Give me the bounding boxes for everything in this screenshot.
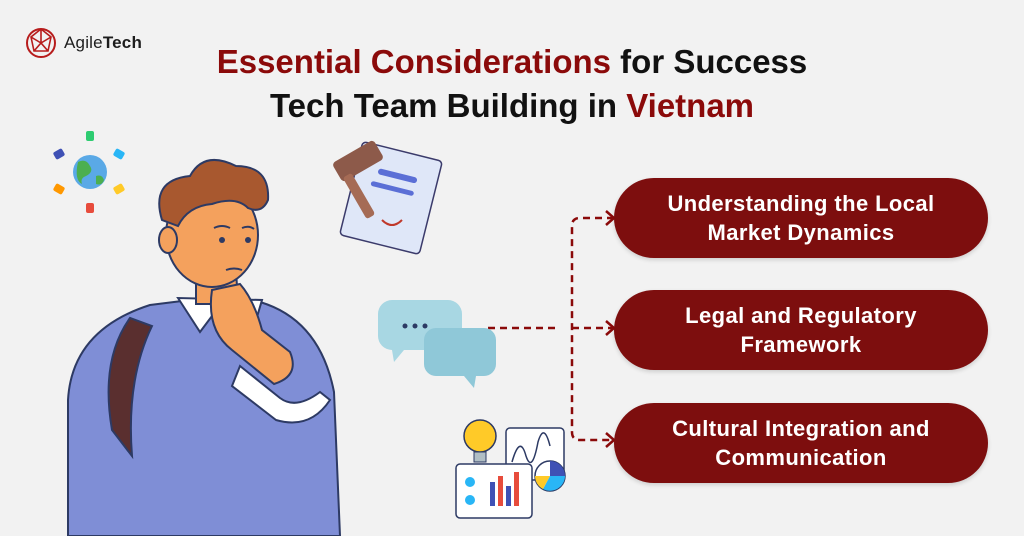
globe-network-icon [53,131,125,213]
geodesic-sphere-icon [26,27,56,58]
chat-bubbles-icon [378,300,496,388]
gavel-document-icon [333,140,443,255]
node-label: Understanding the Local Market Dynamics [667,191,935,245]
node-cultural-integration: Cultural Integration and Communication [614,403,988,483]
title-line-2: Tech Team Building in Vietnam [269,87,755,124]
analytics-lightbulb-icon [455,419,566,519]
page-title: Essential Considerations for Success Tec… [0,40,1024,128]
node-label: Cultural Integration and Communication [672,416,930,470]
connector-lines [488,216,614,442]
node-local-market: Understanding the Local Market Dynamics [614,178,988,258]
thinking-person-illustration [67,158,342,536]
brand-name: AgileTech [64,33,143,52]
node-legal-framework: Legal and Regulatory Framework [614,290,988,370]
brand-logo: AgileTech [24,26,142,60]
node-label: Legal and Regulatory Framework [685,303,917,357]
title-line-1: Essential Considerations for Success [216,43,808,80]
